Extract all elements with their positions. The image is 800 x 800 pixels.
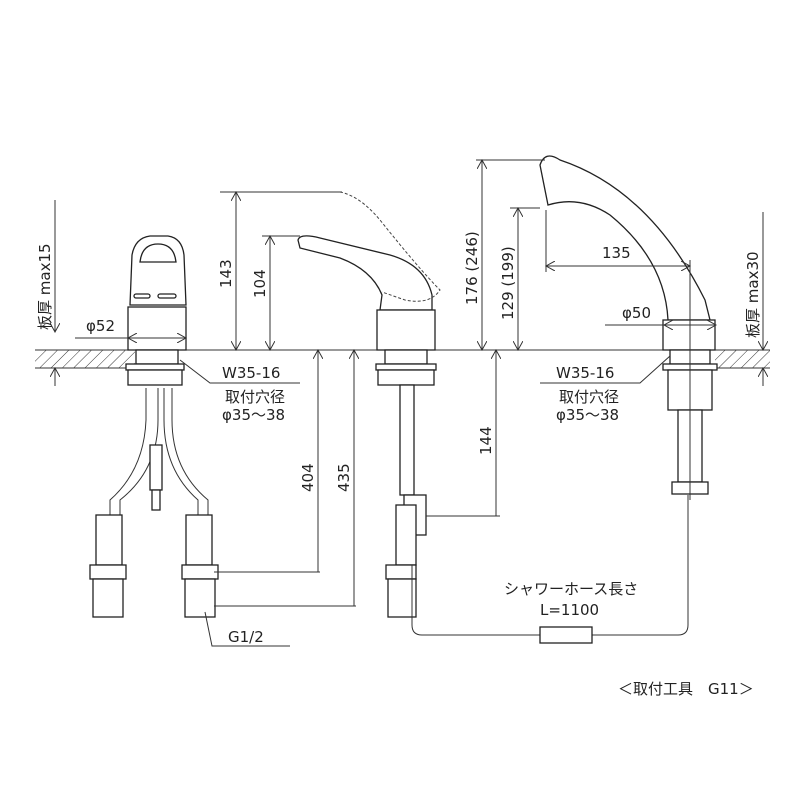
dim-129-label: 129 (199)	[499, 246, 517, 320]
install-tool-label: ＜取付工具 G11＞	[618, 680, 754, 698]
dimension-lines	[55, 160, 763, 647]
diameter-50-label: φ50	[622, 304, 651, 322]
right-shower-spout	[539, 155, 718, 500]
hose-coil	[539, 626, 593, 644]
thread-g12-label: G1/2	[228, 628, 264, 646]
plate-thickness-left-label: 板厚 max15	[36, 243, 54, 330]
hole-left-label-1: 取付穴径	[225, 388, 285, 406]
hose-length-label-1: シャワーホース長さ	[504, 580, 638, 598]
middle-faucet-side-view	[297, 191, 689, 644]
left-faucet-front-view	[89, 235, 219, 618]
dim-144-label: 144	[477, 426, 495, 455]
dim-143-label: 143	[217, 259, 235, 288]
dim-404-label: 404	[299, 463, 317, 492]
hole-right-label-2: φ35～38	[556, 406, 619, 424]
dim-435-label: 435	[335, 463, 353, 492]
dim-104-label: 104	[251, 269, 269, 298]
diameter-52-label: φ52	[86, 317, 115, 335]
dim-176-label: 176 (246)	[463, 231, 481, 305]
hose-length-label-2: L=1100	[540, 601, 599, 619]
plate-thickness-right-label: 板厚 max30	[744, 251, 762, 338]
thread-left-label: W35-16	[222, 364, 280, 382]
hole-right-label-1: 取付穴径	[559, 388, 619, 406]
thread-right-label: W35-16	[556, 364, 614, 382]
dim-135-label: 135	[602, 244, 631, 262]
hole-left-label-2: φ35～38	[222, 406, 285, 424]
